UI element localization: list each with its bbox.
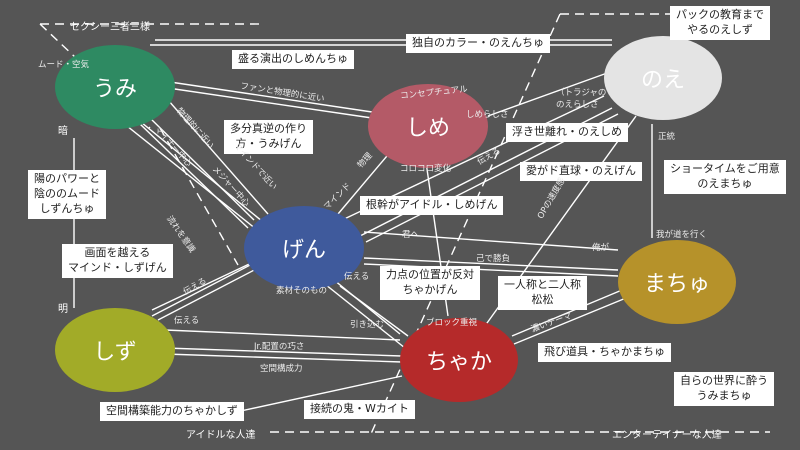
label-tragic: （トラジャののえらしさ bbox=[556, 88, 607, 110]
box-rikiten: 力点の位置が反対ちゃかげん bbox=[380, 266, 480, 300]
axis-entertainer: エンターテイナーな人達 bbox=[612, 430, 722, 441]
label-hikikomu: 引き込む bbox=[350, 320, 385, 330]
node-shizu: しず bbox=[55, 308, 175, 392]
label-mood: ムード・空気 bbox=[38, 60, 90, 70]
box-sakaru: 盛る演出のしめんちゅ bbox=[232, 50, 354, 69]
label-korokoro: コロコロ変化 bbox=[400, 164, 452, 174]
node-noe: のえ bbox=[604, 36, 722, 120]
node-chaka: ちゃか bbox=[400, 318, 518, 402]
label-tsutaeru4: 伝える bbox=[174, 316, 200, 326]
box-tobi: 飛び道具・ちゃかまちゅ bbox=[538, 343, 671, 362]
label-sexy: セクシー三者三様 bbox=[70, 22, 150, 33]
box-konkan: 根幹がアイドル・しめげん bbox=[360, 196, 504, 215]
node-umi: うみ bbox=[55, 45, 175, 129]
box-pack: パックの教育までやるのえしず bbox=[670, 6, 770, 40]
axis-dark: 暗 bbox=[58, 126, 68, 137]
label-waga: 我が道を行く bbox=[656, 230, 708, 240]
axis-bright: 明 bbox=[58, 304, 68, 315]
label-jr: Jr.配置の巧さ bbox=[254, 342, 305, 352]
label-sozai: 素材そのもの bbox=[276, 286, 328, 296]
box-yoko: 陽のパワーと陰ののムードしずんちゅ bbox=[28, 170, 106, 219]
box-mizukara: 自らの世界に酔ううみまちゅ bbox=[674, 372, 774, 406]
label-ore: 俺が bbox=[592, 243, 610, 253]
box-dokuji: 独自のカラー・のえんちゅ bbox=[406, 34, 550, 53]
box-ukiyo: 浮き世離れ・のえしめ bbox=[506, 123, 628, 142]
box-kukan: 空間構築能力のちゃかしず bbox=[100, 402, 244, 421]
box-setsuzoku: 接続の鬼・Wカイト bbox=[304, 400, 415, 419]
label-onore: 己で勝負 bbox=[476, 254, 511, 264]
label-tsutaeru3: 伝える bbox=[344, 272, 370, 282]
label-shimerashisa: しめらしさ bbox=[466, 110, 509, 120]
label-kukan-kosei: 空間構成力 bbox=[260, 364, 303, 374]
node-shime: しめ bbox=[368, 84, 488, 168]
box-showtime: ショータイムをご用意のえまちゅ bbox=[664, 160, 786, 194]
label-kimi: 君へ bbox=[402, 230, 420, 240]
node-machu: まちゅ bbox=[618, 240, 736, 324]
box-ai: 愛がド直球・のえげん bbox=[520, 162, 642, 181]
box-gamen: 画面を越えるマインド・しずげん bbox=[62, 244, 173, 278]
node-gen: げん bbox=[244, 206, 364, 290]
label-seito: 正統 bbox=[658, 132, 676, 142]
axis-idol: アイドルな人達 bbox=[186, 430, 256, 441]
box-hitori: 一人称と二人称松松 bbox=[498, 276, 587, 310]
label-block: ブロック重視 bbox=[426, 318, 478, 328]
box-tabun: 多分真逆の作り方・うみげん bbox=[224, 120, 313, 154]
